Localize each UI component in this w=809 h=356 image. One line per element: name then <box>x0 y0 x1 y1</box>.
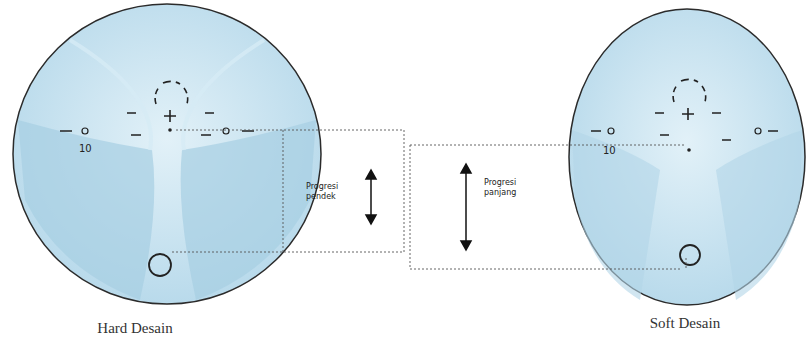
zone-number: 10 <box>79 143 92 154</box>
zone-number: 10 <box>603 145 616 156</box>
lens-outline: 10Hard Desain <box>13 4 321 304</box>
lens-outline: 10Soft Desain <box>569 9 805 305</box>
design-caption: Hard Desain <box>97 320 172 337</box>
design-caption: Soft Desain <box>650 315 720 332</box>
progression-label: Progresi panjang <box>484 178 530 198</box>
progression-label: Progresi pendek <box>306 182 352 202</box>
